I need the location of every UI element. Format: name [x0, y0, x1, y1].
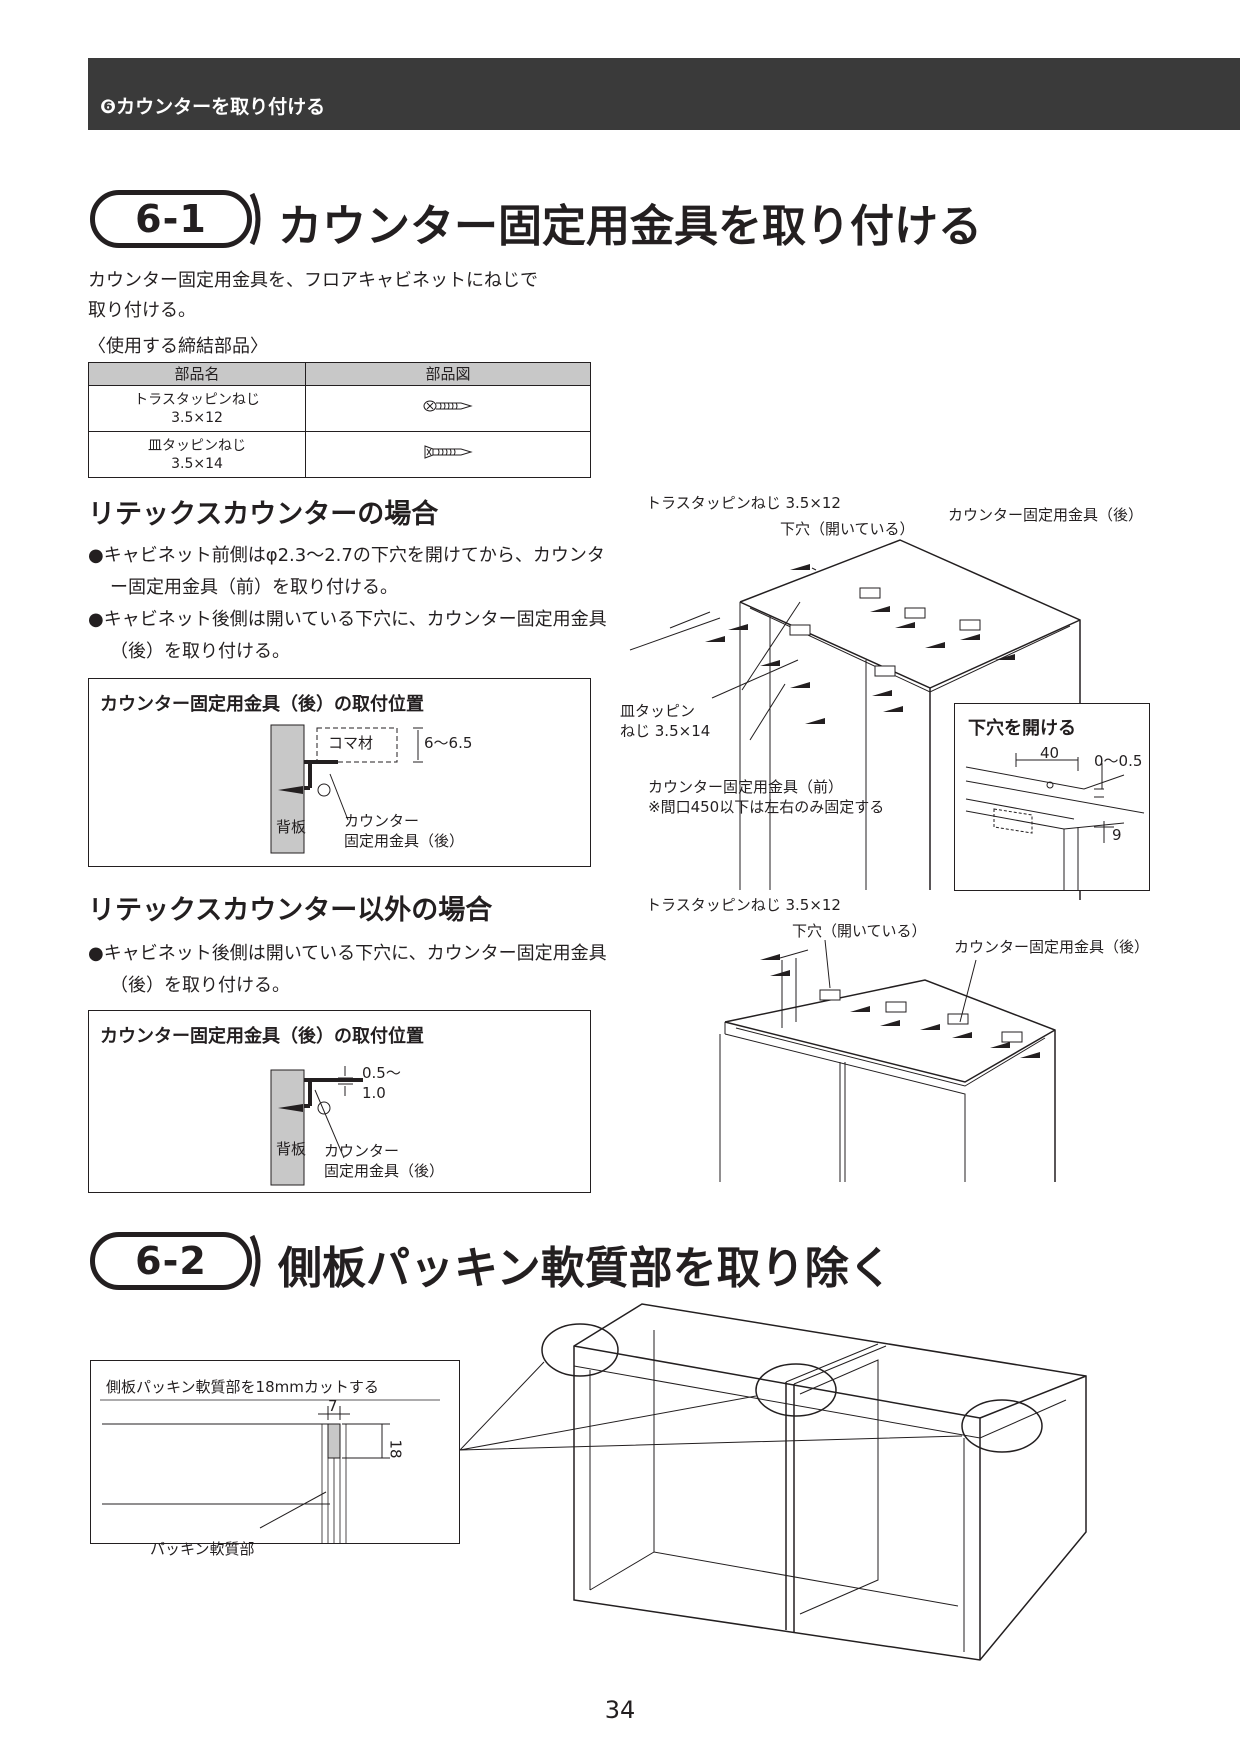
case2-position-diagram	[270, 1066, 363, 1186]
case1-rear-label: カウンター固定用金具（後）	[948, 506, 1144, 524]
packing-dim-height: 18	[386, 1439, 405, 1459]
inset-title: 下穴を開ける	[968, 718, 1076, 739]
case1-sara-line1: 皿タッピン	[620, 702, 696, 720]
section-number-6-2: 6-2	[90, 1232, 252, 1290]
case1-bullet2: ●キャビネット後側は開いている下穴に、カウンター固定用金具（後）を取り付ける。	[88, 609, 607, 662]
part-name-line2: 3.5×14	[171, 455, 223, 472]
intro-text-line2: 取り付ける。	[88, 300, 196, 321]
case2-back-label: 背板	[276, 1140, 307, 1158]
case1-hole-label: 下穴（開いている）	[780, 520, 915, 538]
packing-label: パッキン軟質部	[150, 1540, 255, 1558]
case2-bracket-line2: 固定用金具（後）	[324, 1162, 445, 1180]
case1-bracket-line1: カウンター	[344, 812, 420, 830]
case2-truss-label: トラスタッピンねじ 3.5×12	[646, 896, 841, 914]
case1-sara-line2: ねじ 3.5×14	[620, 722, 711, 740]
header-section-title: ❻カウンターを取り付ける	[100, 96, 326, 118]
case1-truss-label: トラスタッピンねじ 3.5×12	[646, 494, 841, 512]
case1-position-box	[88, 678, 591, 867]
case2-position-box	[88, 1010, 591, 1193]
page-number: 34	[604, 1696, 636, 1724]
inset-hole-box	[954, 703, 1150, 891]
case2-dim-line2: 1.0	[362, 1084, 386, 1102]
truss-screw-icon	[423, 400, 473, 412]
inset-dim-40: 40	[1040, 744, 1060, 762]
case1-bracket-line2: 固定用金具（後）	[344, 832, 465, 850]
sara-screw-icon	[424, 445, 473, 459]
section-title-6-1: カウンター固定用金具を取り付ける	[278, 201, 982, 252]
section2-cabinet-diagram	[459, 1303, 1087, 1661]
case1-bullet1: ●キャビネット前側はφ2.3～2.7の下穴を開けてから、カウンター固定用金具（前…	[88, 545, 605, 598]
section-title-6-2: 側板パッキン軟質部を取り除く	[278, 1243, 893, 1294]
inset-hole-diagram	[965, 753, 1145, 891]
case2-rear-label: カウンター固定用金具（後）	[954, 938, 1150, 956]
case2-bullet1: ●キャビネット後側は開いている下穴に、カウンター固定用金具（後）を取り付ける。	[88, 943, 607, 996]
case1-back-label: 背板	[276, 818, 307, 836]
case1-front-line2: ※間口450以下は左右のみ固定する	[648, 798, 885, 816]
parts-caption: 〈使用する締結部品〉	[88, 336, 268, 357]
packing-detail-box	[90, 1360, 460, 1544]
case2-bracket-line1: カウンター	[324, 1142, 400, 1160]
section-number-6-1: 6-1	[90, 190, 252, 248]
case2-hole-label: 下穴（開いている）	[792, 922, 927, 940]
header-bar	[88, 58, 1240, 130]
case1-box-title: カウンター固定用金具（後）の取付位置	[100, 694, 424, 715]
case2-dim-line1: 0.5～	[362, 1064, 401, 1082]
parts-col-figure: 部品図	[305, 362, 591, 386]
case1-koma-label: コマ材	[328, 734, 374, 752]
case2-cabinet-diagram	[719, 939, 1056, 1182]
packing-detail-diagram	[100, 1399, 440, 1544]
part-name-line2: 3.5×12	[171, 409, 223, 426]
packing-caption: 側板パッキン軟質部を18mmカットする	[106, 1378, 379, 1396]
case2-box-title: カウンター固定用金具（後）の取付位置	[100, 1026, 424, 1047]
inset-dim-9: 9	[1112, 826, 1122, 844]
case1-heading: リテックスカウンターの場合	[88, 499, 439, 530]
intro-text-line1: カウンター固定用金具を、フロアキャビネットにねじで	[88, 270, 538, 291]
case1-position-diagram	[270, 724, 423, 854]
section-bracket-icon	[249, 192, 261, 246]
part-name-line1: 皿タッピンねじ	[148, 437, 246, 454]
case2-heading: リテックスカウンター以外の場合	[88, 895, 493, 926]
packing-dim-width: 7	[328, 1397, 338, 1415]
parts-col-name: 部品名	[88, 362, 306, 386]
case1-dim-label: 6～6.5	[424, 734, 473, 752]
case1-front-line1: カウンター固定用金具（前）	[648, 778, 844, 796]
inset-dim-0-0.5: 0～0.5	[1094, 752, 1143, 770]
part-name-line1: トラスタッピンねじ	[134, 391, 260, 408]
section-bracket-icon	[249, 1234, 261, 1288]
